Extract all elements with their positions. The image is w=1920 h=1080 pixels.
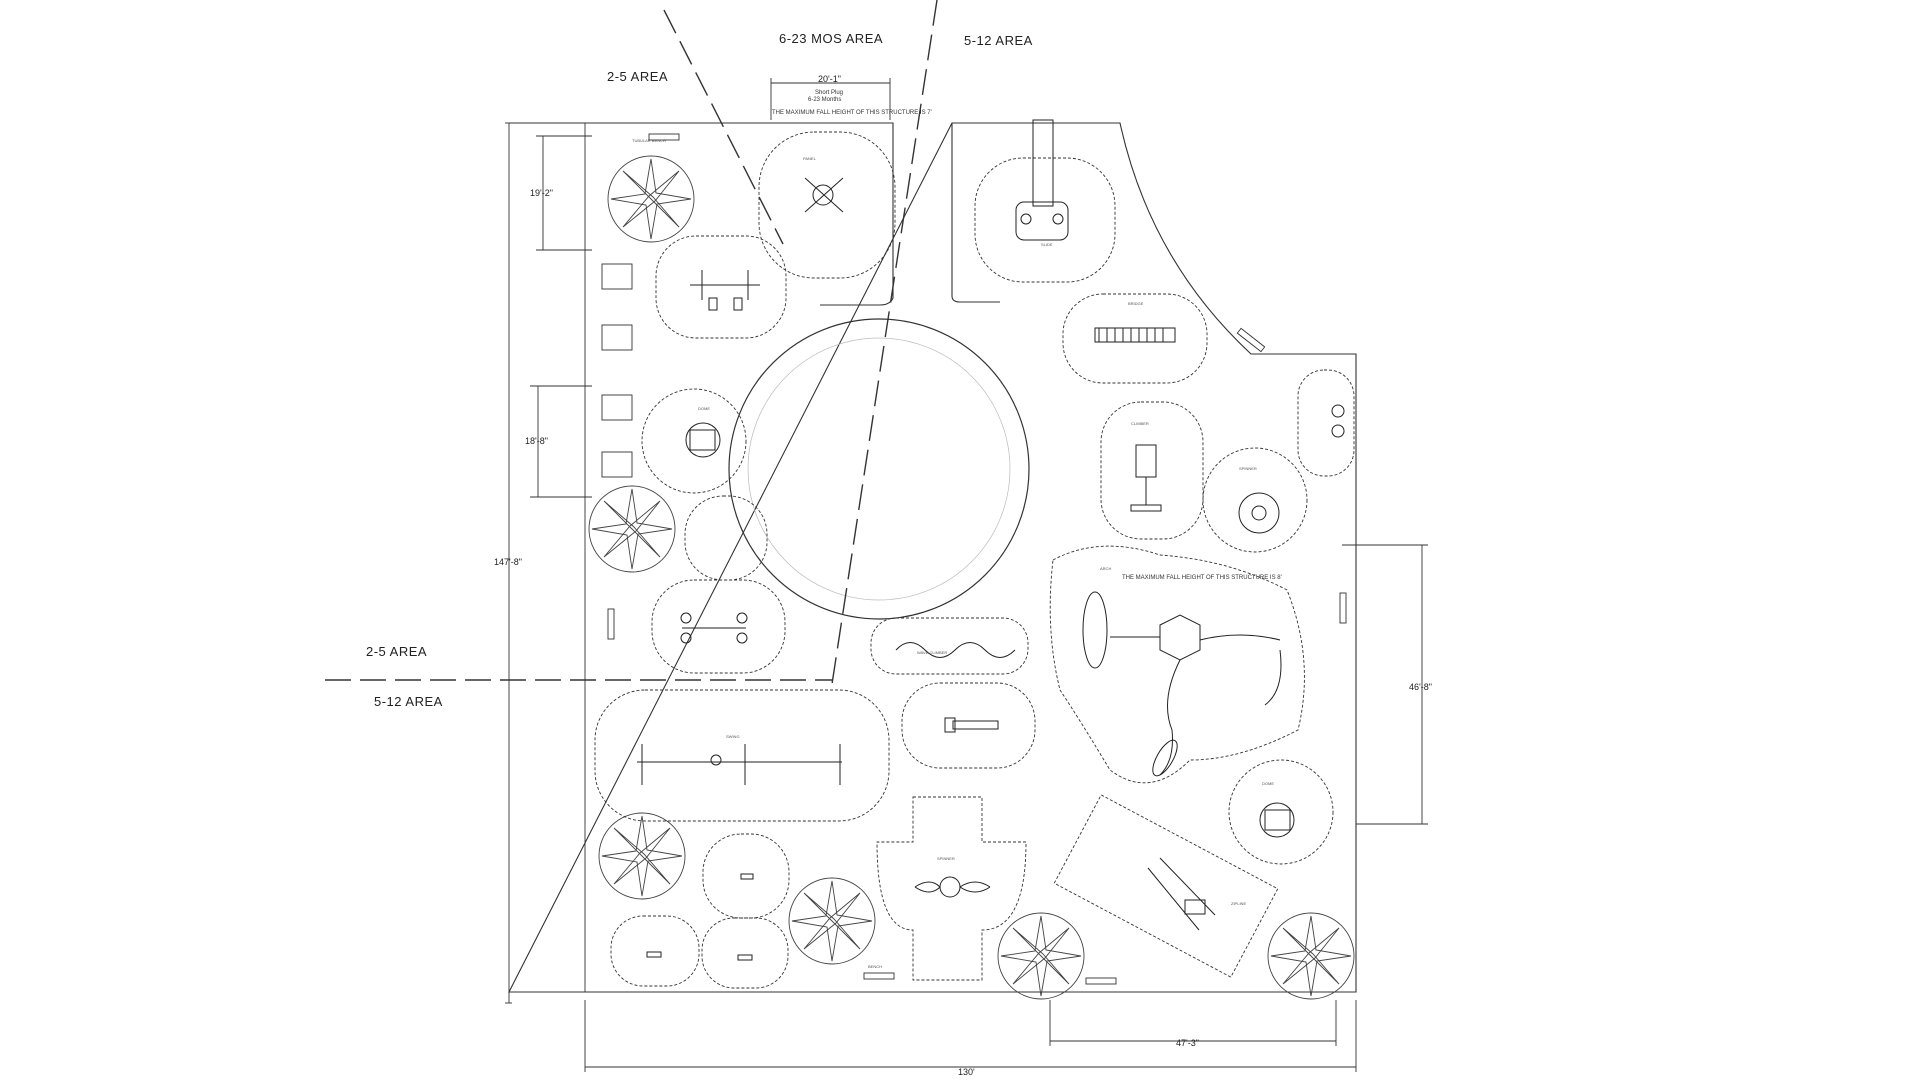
spinner-b (646, 951, 662, 958)
note-short-plug: Short Plug (815, 90, 843, 96)
zone-label-2-5-left: 2-5 AREA (366, 644, 427, 659)
bench-mid-equip (952, 720, 999, 730)
zone-label-5-12-top: 5-12 AREA (964, 33, 1033, 48)
svg-text:CLIMBER: CLIMBER (1131, 421, 1149, 426)
tree-2 (588, 485, 676, 573)
svg-text:SWING: SWING (726, 734, 740, 739)
zone-label-5-12-left: 5-12 AREA (374, 694, 443, 709)
svg-text:WAVE CLIMBER: WAVE CLIMBER (917, 650, 947, 655)
bench-7 (1339, 592, 1347, 624)
zone-label-6-23-mos: 6-23 MOS AREA (779, 31, 883, 46)
equipment (637, 119, 1345, 961)
svg-text:TUBULAR BENCH: TUBULAR BENCH (632, 138, 666, 143)
dim-left-upper: 19'-2" (530, 188, 553, 198)
spinner-cross (939, 876, 961, 898)
central-circle (728, 318, 1030, 620)
climbing-dome-right (1259, 802, 1295, 838)
bench-6 (607, 608, 615, 640)
zone-bench-mid (901, 682, 1036, 769)
svg-text:BENCH: BENCH (868, 964, 882, 969)
spring-rider-top (812, 184, 834, 206)
zone-dome-right (1228, 759, 1334, 865)
tree-6 (1267, 912, 1355, 1000)
svg-text:SPINNER: SPINNER (1239, 466, 1257, 471)
zone-right-ball (1297, 369, 1355, 477)
climber (1135, 444, 1157, 478)
site-boundary (508, 122, 1357, 993)
dim-bottom-right: 47'-3" (1176, 1038, 1199, 1048)
zone-spinner-a (702, 833, 790, 919)
zone-slide-top (974, 157, 1116, 283)
svg-text:ZIPLINE: ZIPLINE (1231, 901, 1246, 906)
dim-left-mid: 18'-8" (525, 436, 548, 446)
spinner-a (740, 873, 754, 880)
tree-1 (607, 155, 695, 243)
zone-bridge (1062, 293, 1208, 384)
climbing-dome-left (685, 422, 721, 458)
bench-2 (601, 324, 633, 351)
zone-long-swing (594, 689, 890, 822)
zone-swing-top (655, 235, 787, 339)
dim-overall-height: 147'-8" (494, 557, 522, 567)
zipline (1159, 857, 1216, 916)
zone-dome-left (641, 388, 747, 494)
svg-text:DOME: DOME (698, 406, 710, 411)
bench-1 (601, 263, 633, 290)
zone-spring-top (758, 131, 896, 279)
benches (601, 133, 1347, 985)
dim-overall-width: 130' (958, 1067, 975, 1077)
svg-text:PANEL: PANEL (803, 156, 817, 161)
slide-top (1032, 119, 1054, 207)
roundabout (1238, 492, 1280, 534)
svg-text:DOME: DOME (1262, 781, 1274, 786)
zone-spinner-b (610, 915, 700, 987)
bench-10 (1236, 327, 1266, 353)
wave-climber (895, 642, 1016, 658)
svg-text:SLIDE: SLIDE (1041, 242, 1053, 247)
svg-text:ARCH: ARCH (1100, 566, 1111, 571)
svg-text:SPINNER: SPINNER (937, 856, 955, 861)
zone-wave (870, 617, 1029, 675)
dimension-lines (505, 78, 1428, 1072)
zone-spinner-c (701, 917, 789, 989)
bench-5 (648, 133, 680, 141)
zone-roundabout (1202, 447, 1308, 553)
tree-3 (598, 812, 686, 900)
use-zones (594, 131, 1355, 989)
note-6-23-months: 6-23 Months (808, 97, 841, 103)
dim-top-center: 20'-1" (818, 74, 841, 84)
main-structure (1159, 614, 1201, 661)
bridge (1094, 327, 1176, 343)
bench-8 (863, 972, 895, 980)
callouts: TUBULAR BENCH PANEL SLIDE BRIDGE CLIMBER… (632, 138, 1274, 969)
zone-seesaw (651, 579, 786, 674)
note-fall-height-right: THE MAXIMUM FALL HEIGHT OF THIS STRUCTUR… (1122, 575, 1282, 581)
svg-text:BRIDGE: BRIDGE (1128, 301, 1144, 306)
zone-main-structure (1049, 545, 1305, 784)
zone-label-2-5-top: 2-5 AREA (607, 69, 668, 84)
bench-4 (601, 451, 633, 478)
note-fall-height-top: THE MAXIMUM FALL HEIGHT OF THIS STRUCTUR… (772, 110, 932, 116)
zone-zipline (1053, 794, 1279, 978)
zone-climber (1100, 401, 1204, 540)
zone-cross (876, 796, 1027, 981)
dim-right-mid: 46'-8" (1409, 682, 1432, 692)
spinner-c (737, 954, 753, 961)
bench-3 (601, 394, 633, 421)
trees (588, 155, 1355, 1000)
tree-5 (997, 912, 1085, 1000)
tree-4 (788, 877, 876, 965)
zone-dividers (325, 0, 938, 685)
bench-9 (1085, 977, 1117, 985)
